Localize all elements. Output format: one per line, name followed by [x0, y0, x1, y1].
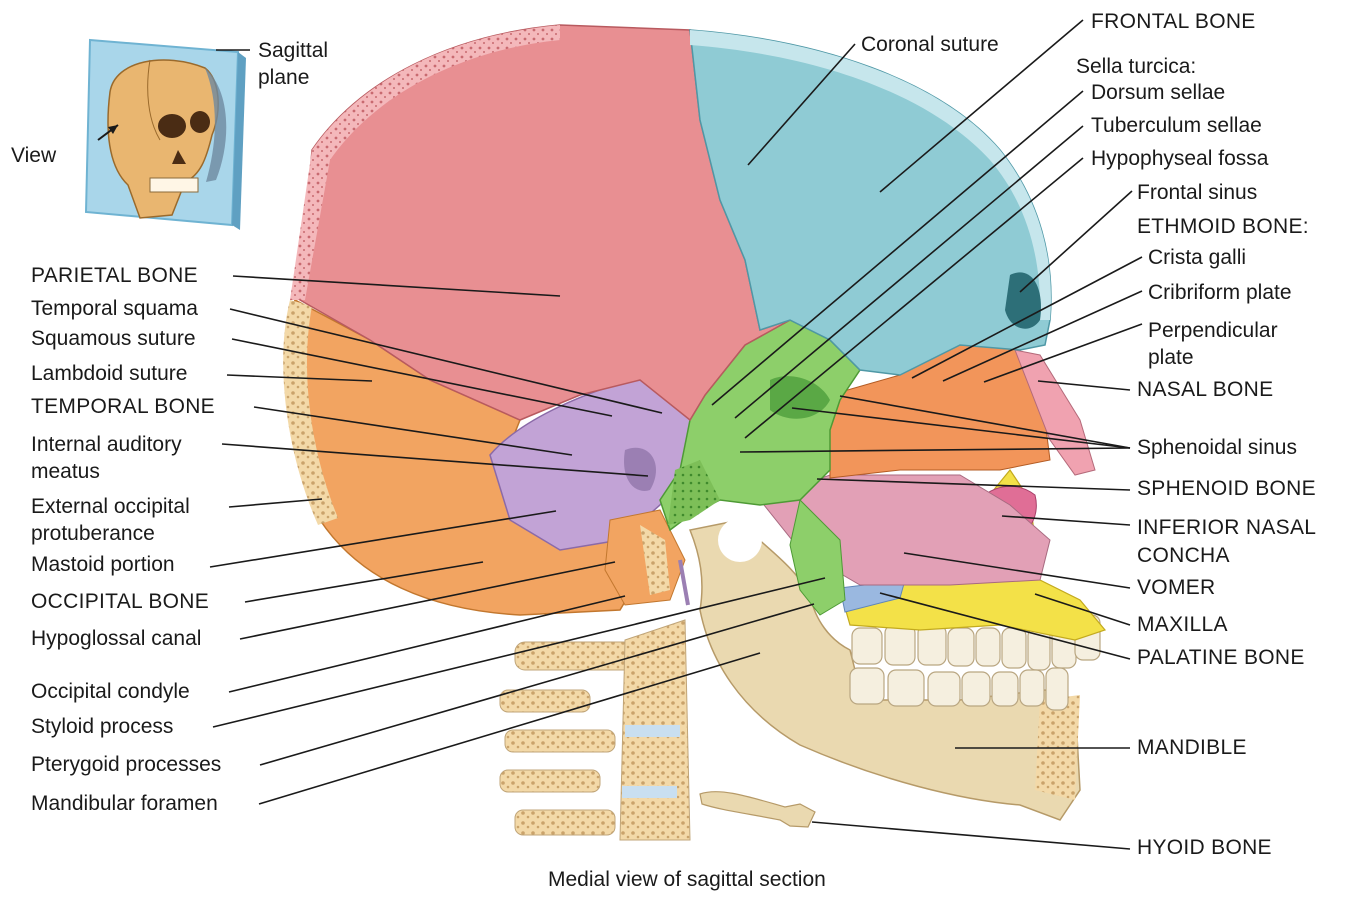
label-nasal-bone: NASAL BONE	[1137, 378, 1274, 401]
label-dorsum-sellae: Dorsum sellae	[1091, 81, 1226, 104]
label-inferior-nasal-concha: INFERIOR NASAL CONCHA	[1137, 516, 1317, 567]
label-temporal-bone: TEMPORAL BONE	[31, 395, 215, 418]
label-frontal-sinus: Frontal sinus	[1137, 181, 1258, 204]
label-cribriform-plate: Cribriform plate	[1148, 281, 1292, 304]
label-hypoglossal-canal: Hypoglossal canal	[31, 627, 202, 650]
label-pterygoid-processes: Pterygoid processes	[31, 753, 222, 776]
label-coronal-suture: Coronal suture	[861, 33, 999, 56]
label-mandible: MANDIBLE	[1137, 736, 1247, 759]
label-tuberculum-sellae: Tuberculum sellae	[1091, 114, 1262, 137]
label-hyoid-bone: HYOID BONE	[1137, 836, 1272, 859]
label-styloid-process: Styloid process	[31, 715, 174, 738]
label-sphenoidal-sinus: Sphenoidal sinus	[1137, 436, 1297, 459]
label-perpendicular-plate: Perpendicular plate	[1148, 319, 1278, 369]
label-maxilla: MAXILLA	[1137, 613, 1228, 636]
label-occipital-condyle: Occipital condyle	[31, 680, 190, 703]
label-external-occipital-protuberance: External occipital protuberance	[31, 495, 190, 545]
label-palatine-bone: PALATINE BONE	[1137, 646, 1305, 669]
label-ethmoid-bone: ETHMOID BONE:	[1137, 215, 1309, 238]
label-squamous-suture: Squamous suture	[31, 327, 196, 350]
label-vomer: VOMER	[1137, 576, 1216, 599]
label-mastoid-portion: Mastoid portion	[31, 553, 175, 576]
inset-label-sagittal-plane: Sagittal plane	[258, 39, 329, 89]
label-temporal-squama: Temporal squama	[31, 297, 198, 320]
label-sella-turcica: Sella turcica:	[1076, 55, 1197, 78]
label-parietal-bone: PARIETAL BONE	[31, 264, 198, 287]
hyoid-bone-shape	[699, 791, 816, 828]
inset-sagittal-plane	[84, 38, 246, 230]
label-occipital-bone: OCCIPITAL BONE	[31, 590, 210, 613]
label-lambdoid-suture: Lambdoid suture	[31, 362, 188, 385]
nasal-bone-shape	[1014, 349, 1096, 476]
inset-label-view: View	[11, 144, 57, 167]
label-hypophyseal-fossa: Hypophyseal fossa	[1091, 147, 1269, 170]
figure-caption: Medial view of sagittal section	[548, 868, 826, 891]
cervical-vertebrae	[499, 619, 691, 841]
label-internal-auditory-meatus: Internal auditory meatus	[31, 433, 182, 483]
label-sphenoid-bone: SPHENOID BONE	[1137, 477, 1316, 500]
label-frontal-bone: FRONTAL BONE	[1091, 10, 1256, 33]
label-mandibular-foramen: Mandibular foramen	[31, 792, 218, 815]
label-crista-galli: Crista galli	[1148, 246, 1247, 269]
